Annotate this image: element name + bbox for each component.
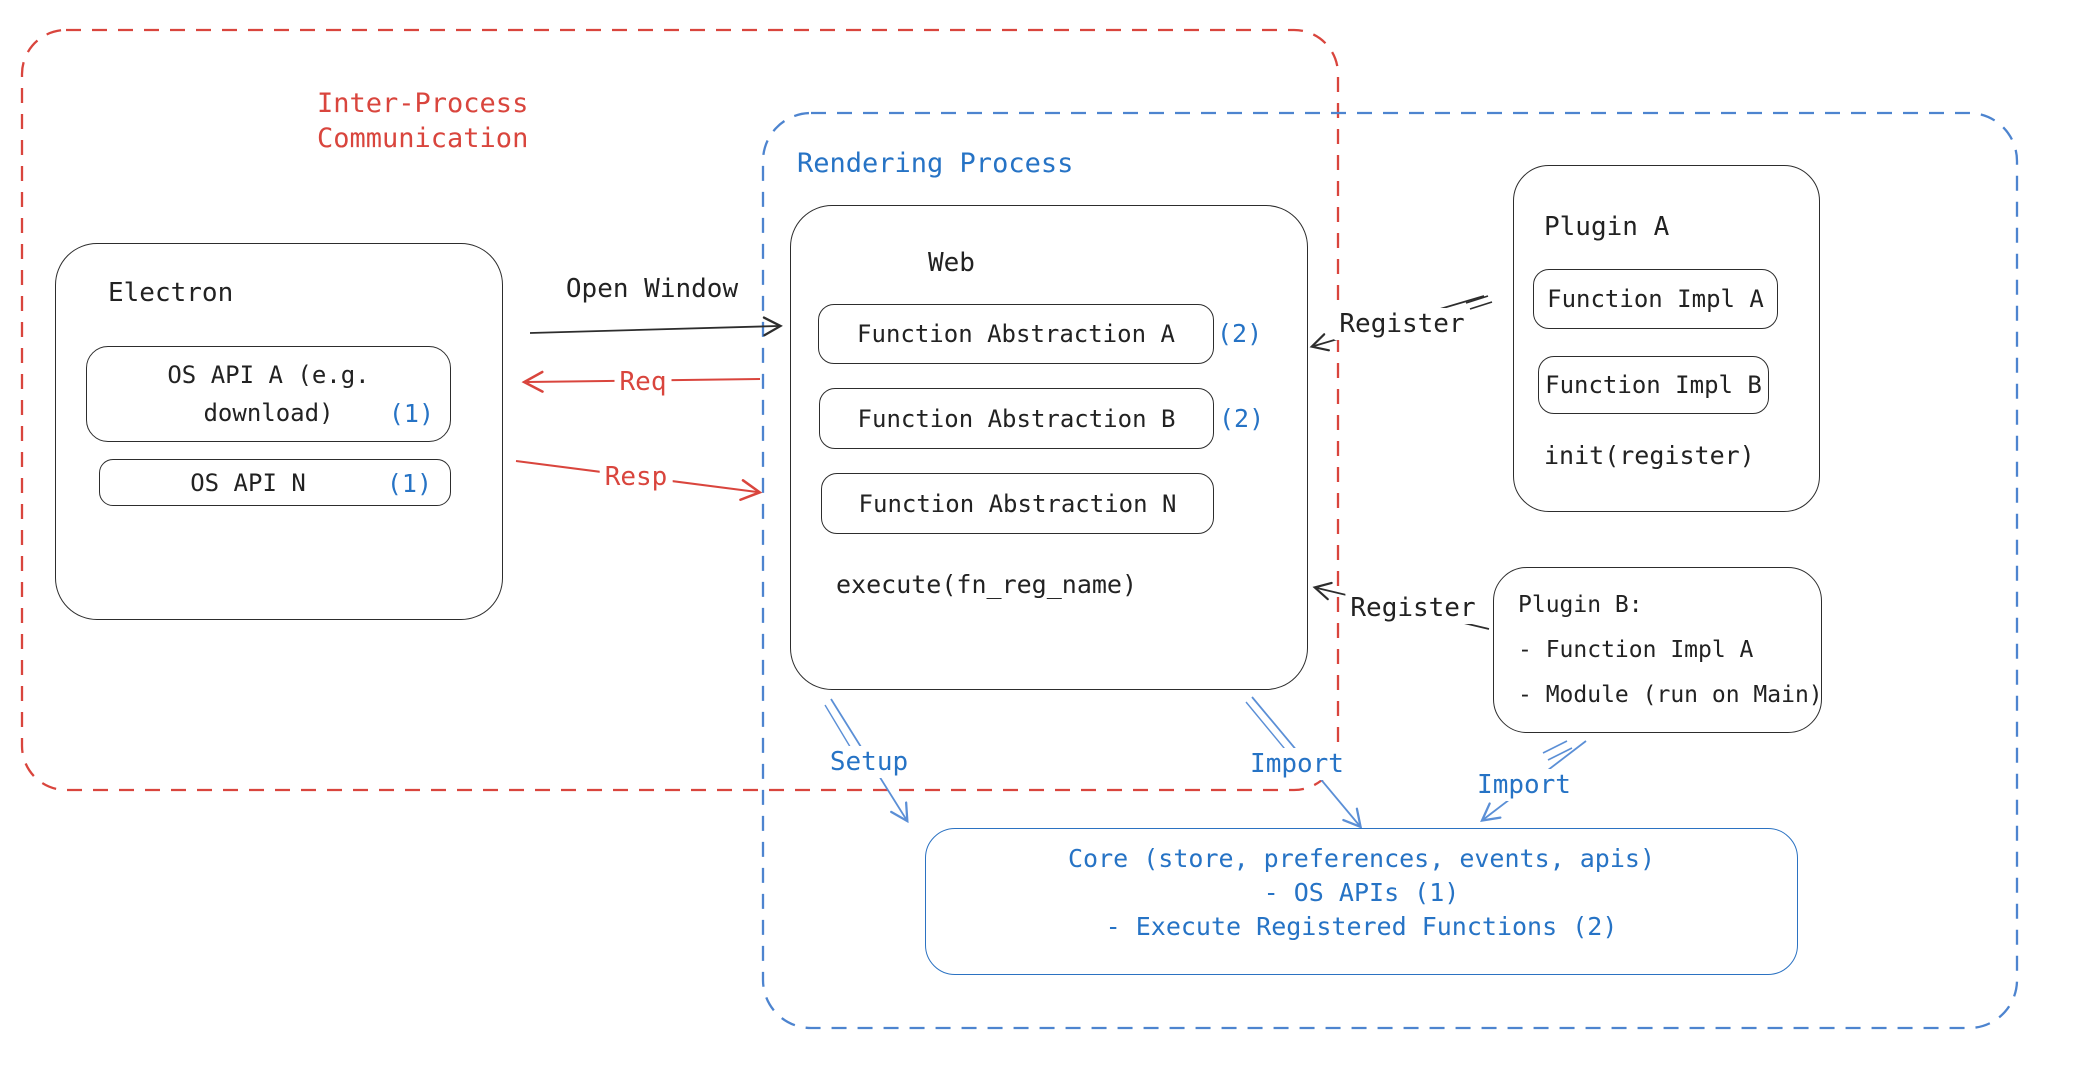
import-plugin-label: Import — [1472, 769, 1576, 801]
ipc-dashed-box — [20, 28, 1340, 792]
plugin-a-box: Plugin A Function Impl A Function Impl B… — [1513, 165, 1820, 512]
plugin-b-item-function-impl-a: - Function Impl A — [1518, 637, 1754, 663]
rendering-dashed-box — [761, 111, 2019, 1030]
web-title: Web — [928, 248, 975, 278]
function-abstraction-b-badge: (2) — [1219, 404, 1265, 433]
function-abstraction-n-box: Function Abstraction N — [821, 473, 1214, 534]
core-title: Core (store, preferences, events, apis) — [1068, 844, 1655, 873]
init-register-label: init(register) — [1544, 441, 1755, 470]
function-abstraction-n-label: Function Abstraction N — [858, 489, 1177, 518]
import-web-label: Import — [1245, 748, 1349, 780]
core-item-execute-registered: - Execute Registered Functions (2) — [1105, 912, 1618, 941]
setup-label: Setup — [824, 746, 914, 778]
os-api-a-box: OS API A (e.g. download) (1) — [86, 346, 451, 442]
os-api-a-label-line2: download) — [203, 399, 334, 427]
core-item-os-apis: - OS APIs (1) — [1263, 878, 1460, 907]
function-impl-b-box: Function Impl B — [1538, 356, 1769, 414]
register-top-label: Register — [1334, 308, 1470, 340]
function-impl-b-label: Function Impl B — [1545, 371, 1762, 399]
execute-label: execute(fn_reg_name) — [836, 570, 1138, 599]
function-impl-a-box: Function Impl A — [1533, 269, 1778, 329]
register-bottom-label: Register — [1345, 592, 1481, 624]
os-api-a-badge: (1) — [388, 399, 434, 428]
rendering-group-label: Rendering Process — [797, 148, 1074, 179]
function-abstraction-b-box: Function Abstraction B — [819, 388, 1214, 449]
ipc-group-label-line2: Communication — [317, 123, 529, 154]
plugin-b-box: Plugin B: - Function Impl A - Module (ru… — [1493, 567, 1823, 733]
function-impl-a-label: Function Impl A — [1547, 285, 1764, 313]
register-top-tail-tick — [1465, 295, 1493, 310]
function-abstraction-b-label: Function Abstraction B — [857, 404, 1176, 433]
ipc-group-label: Inter-Process Communication — [317, 86, 528, 156]
open-window-arrow — [529, 316, 783, 337]
os-api-n-badge: (1) — [386, 469, 432, 498]
ipc-group-label-line1: Inter-Process — [317, 88, 529, 119]
os-api-n-box: OS API N (1) — [99, 459, 451, 506]
function-abstraction-a-label: Function Abstraction A — [857, 320, 1175, 348]
req-label: Req — [614, 366, 672, 398]
os-api-a-label-line1: OS API A (e.g. — [167, 361, 370, 389]
core-box: Core (store, preferences, events, apis) … — [925, 828, 1798, 975]
function-abstraction-a-box: Function Abstraction A — [818, 304, 1214, 364]
import-plugin-tail-tick — [1542, 740, 1573, 761]
electron-title: Electron — [108, 278, 234, 308]
open-window-label: Open Window — [560, 273, 744, 305]
plugin-a-title: Plugin A — [1544, 212, 1670, 242]
resp-label: Resp — [599, 461, 673, 493]
web-box: Web Function Abstraction A (2) Function … — [790, 205, 1308, 690]
electron-box: Electron OS API A (e.g. download) (1) OS… — [55, 243, 503, 620]
plugin-b-item-module: - Module (run on Main) — [1518, 682, 1823, 708]
plugin-b-title: Plugin B: — [1518, 592, 1643, 618]
os-api-n-label: OS API N — [190, 468, 306, 497]
function-abstraction-a-badge: (2) — [1217, 319, 1263, 348]
